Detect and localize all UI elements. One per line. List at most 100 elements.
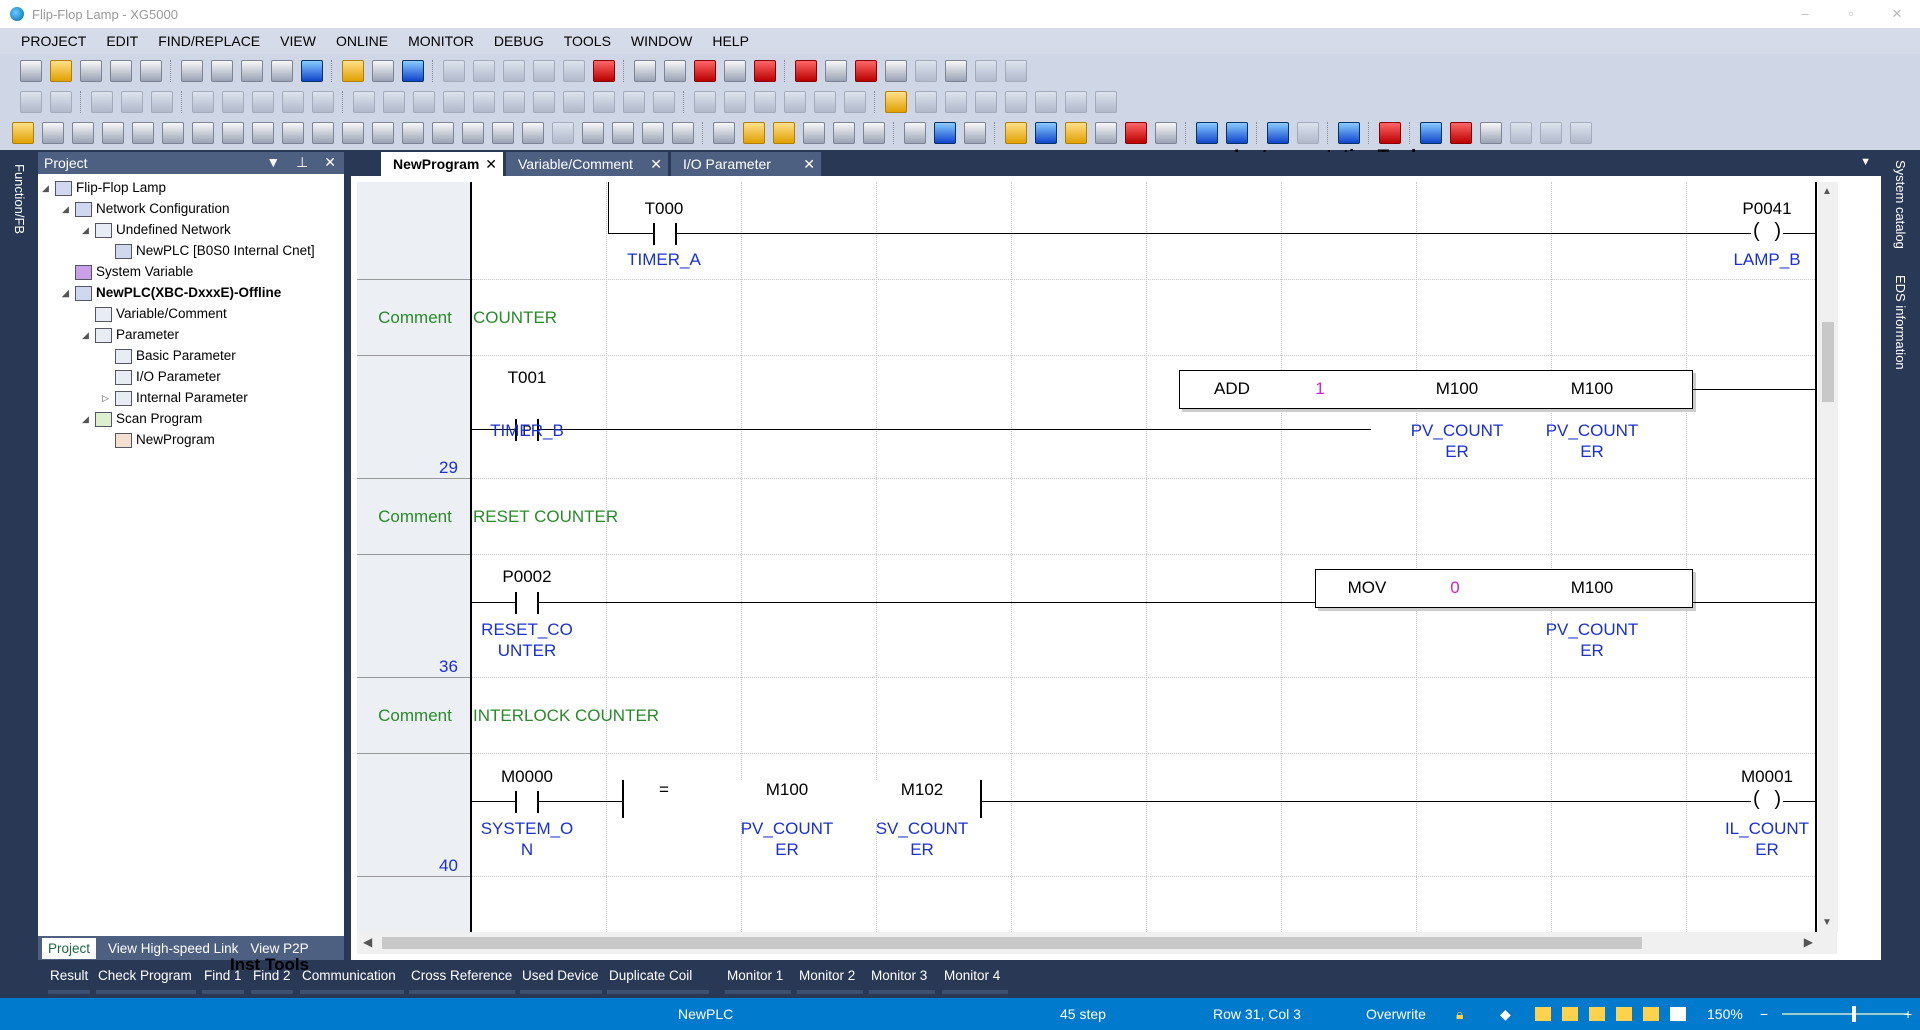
write-program-icon[interactable] <box>1480 122 1502 144</box>
esc-icon[interactable] <box>12 122 34 144</box>
insert-line-icon[interactable] <box>634 60 656 82</box>
tab-variable-comment[interactable]: Variable/Comment✕ <box>506 152 668 176</box>
system-catalog-tab[interactable]: System catalog <box>1893 160 1908 249</box>
sf3-coil-icon[interactable] <box>402 122 424 144</box>
compile-icon[interactable] <box>1338 122 1360 144</box>
tab-monitor-4[interactable]: Monitor 4 <box>944 968 1000 983</box>
sf9-line-icon[interactable] <box>312 122 334 144</box>
tab-newprogram[interactable]: NewProgram✕ <box>381 152 503 176</box>
sf2-falling-contact-icon[interactable] <box>132 122 154 144</box>
io-icon[interactable] <box>934 122 956 144</box>
tab-list-dropdown-icon[interactable]: ▼ <box>1860 156 1871 168</box>
monitor-icon[interactable] <box>271 60 293 82</box>
online-write-icon[interactable] <box>312 91 334 113</box>
chart-icon[interactable] <box>563 91 585 113</box>
step-in-icon[interactable] <box>754 91 776 113</box>
menu-monitor[interactable]: MONITOR <box>408 33 474 49</box>
dropdown-icon[interactable]: ▼ <box>266 154 280 170</box>
tab-check-program[interactable]: Check Program <box>98 968 192 983</box>
search-icon[interactable] <box>1297 122 1319 144</box>
horizontal-scroll-thumb[interactable] <box>382 937 1642 949</box>
esc-icon[interactable] <box>402 60 424 82</box>
function-fb-strip[interactable]: Function/FB <box>0 150 36 964</box>
doc-comment-icon[interactable] <box>1589 1007 1605 1021</box>
read-plc-icon[interactable] <box>192 91 214 113</box>
vertical-scroll-thumb[interactable] <box>1822 322 1834 402</box>
run-plc-icon[interactable] <box>1450 122 1472 144</box>
delete-column-icon[interactable] <box>754 60 776 82</box>
f9-coil-icon[interactable] <box>342 122 364 144</box>
scroll-right-icon[interactable]: ▶ <box>1804 935 1813 949</box>
redo-icon[interactable] <box>473 60 495 82</box>
font-icon[interactable] <box>1155 122 1177 144</box>
system-monitor-icon[interactable] <box>473 91 495 113</box>
copy-icon[interactable] <box>533 60 555 82</box>
disconnect-icon[interactable] <box>50 91 72 113</box>
clipboard-icon[interactable] <box>181 60 203 82</box>
run-to-cursor-icon[interactable] <box>814 91 836 113</box>
f4-nc-contact-icon[interactable] <box>72 122 94 144</box>
comment-reset-counter[interactable]: RESET COUNTER <box>473 507 618 527</box>
f11-coil-icon[interactable] <box>372 122 394 144</box>
compare-icon[interactable] <box>252 91 274 113</box>
font-size-icon[interactable] <box>1670 1007 1686 1021</box>
find-next-icon[interactable] <box>825 60 847 82</box>
sf4-coil-icon[interactable] <box>432 122 454 144</box>
ladder-diagram[interactable]: T000 TIMER_A P0041 LAMP_B Comment COUNTE… <box>357 182 1817 932</box>
contact-t000[interactable] <box>653 223 677 245</box>
scroll-up-icon[interactable]: ▲ <box>1822 186 1832 197</box>
tree-node-plc-offline[interactable]: ◢NewPLC(XBC-DxxxE)-Offline <box>62 283 281 303</box>
menu-find-replace[interactable]: FIND/REPLACE <box>158 33 260 49</box>
monitor-stop-icon[interactable] <box>383 91 405 113</box>
close-tab-icon[interactable]: ✕ <box>803 152 815 176</box>
tab-cross-reference[interactable]: Cross Reference <box>411 968 512 983</box>
stop-mode-icon[interactable] <box>121 91 143 113</box>
replace-device-icon[interactable] <box>915 60 937 82</box>
maximize-button[interactable]: ▫ <box>1828 0 1874 28</box>
edit-icon[interactable] <box>623 91 645 113</box>
menu-window[interactable]: WINDOW <box>631 33 692 49</box>
close-icon[interactable]: ✕ <box>324 154 336 170</box>
replace-icon[interactable] <box>885 60 907 82</box>
tab-io-parameter[interactable]: I/O Parameter✕ <box>671 152 821 176</box>
comment-interlock-counter[interactable]: INTERLOCK COUNTER <box>473 706 659 726</box>
tree-node-undefined-network[interactable]: ◢Undefined Network <box>82 220 231 240</box>
sf7-icon[interactable] <box>552 122 574 144</box>
io-monitor-icon[interactable] <box>503 91 525 113</box>
scope-icon[interactable] <box>593 91 615 113</box>
menu-project[interactable]: PROJECT <box>21 33 86 49</box>
f5-line-icon[interactable] <box>975 91 997 113</box>
doc-table-icon[interactable] <box>1643 1007 1659 1021</box>
view-ladder-icon[interactable] <box>713 122 735 144</box>
tab-project[interactable]: Project <box>42 938 96 959</box>
f4-contact-icon[interactable] <box>945 91 967 113</box>
save-all-icon[interactable] <box>80 60 102 82</box>
tab-view-high-speed-link[interactable]: View High-speed Link <box>108 941 238 956</box>
pause-mode-icon[interactable] <box>151 91 173 113</box>
plc-compare-icon[interactable] <box>1540 122 1562 144</box>
message-icon[interactable] <box>372 60 394 82</box>
tree-node-system-variable[interactable]: System Variable <box>75 262 193 282</box>
print-preview-icon[interactable] <box>211 60 233 82</box>
memory-icon[interactable] <box>904 122 926 144</box>
tree-node-io-parameter[interactable]: I/O Parameter <box>115 367 221 387</box>
f5-horizontal-line-icon[interactable] <box>222 122 244 144</box>
f7-coil-icon[interactable] <box>1035 91 1057 113</box>
doc-blue-icon[interactable] <box>1035 122 1057 144</box>
af-nc-contact-icon[interactable] <box>192 122 214 144</box>
zoom-in-icon[interactable]: + <box>1904 1006 1912 1022</box>
sf1-rising-contact-icon[interactable] <box>102 122 124 144</box>
device-monitor-icon[interactable] <box>443 91 465 113</box>
tab-monitor-1[interactable]: Monitor 1 <box>727 968 783 983</box>
sf5-coil-icon[interactable] <box>462 122 484 144</box>
tab-monitor-3[interactable]: Monitor 3 <box>871 968 927 983</box>
new-file-icon[interactable] <box>20 60 42 82</box>
delete-line-icon[interactable] <box>694 60 716 82</box>
tab-used-device[interactable]: Used Device <box>522 968 599 983</box>
esc-select-icon[interactable] <box>885 91 907 113</box>
view-variable-icon[interactable] <box>833 122 855 144</box>
minimize-button[interactable]: – <box>1782 0 1828 28</box>
forward-arrow-icon[interactable] <box>1005 60 1027 82</box>
table-icon[interactable] <box>964 122 986 144</box>
doc-yellow-icon[interactable] <box>1065 122 1087 144</box>
